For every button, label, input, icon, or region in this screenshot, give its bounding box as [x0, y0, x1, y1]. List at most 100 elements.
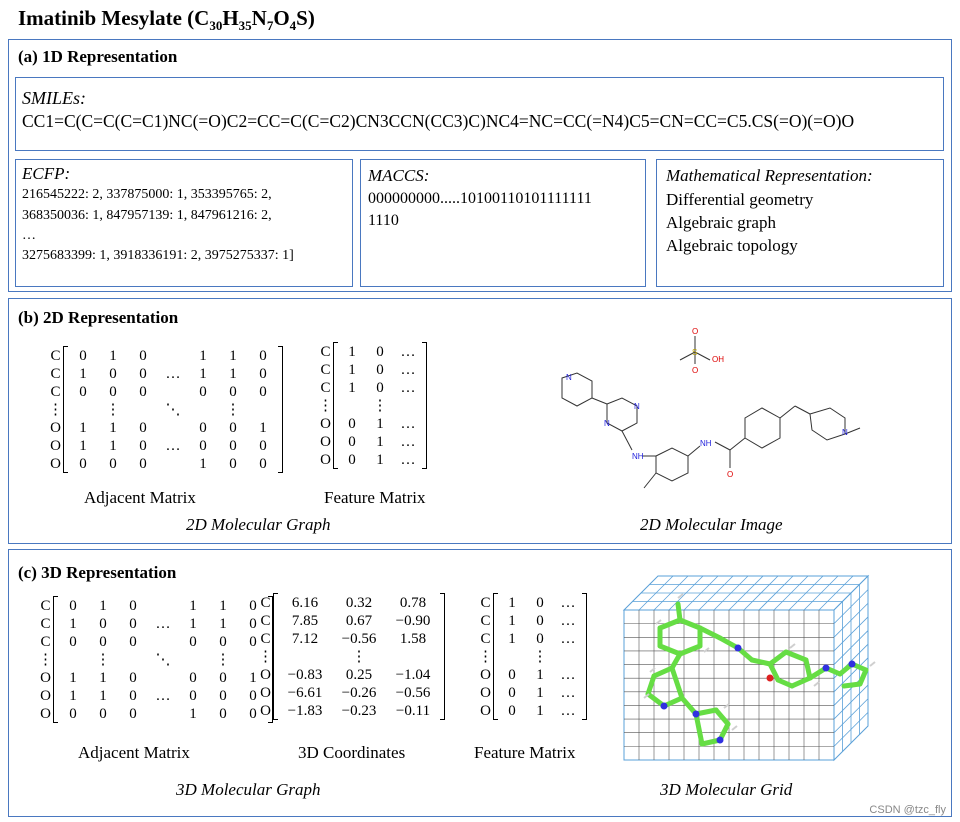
- matrix-cell: −0.90: [395, 612, 431, 629]
- atom-o-carbonyl: O: [727, 470, 733, 479]
- molecule-bond: [679, 695, 699, 717]
- matrix-cell: ⋮: [225, 401, 241, 418]
- math-box: [656, 159, 944, 287]
- atom-nh-left: NH: [632, 452, 644, 461]
- molecule-bond: [749, 657, 773, 667]
- matrix-cell: 1: [376, 433, 384, 450]
- nitrogen-atom: [734, 644, 742, 652]
- matrix-cell: …: [400, 433, 416, 450]
- matrix-cell: 1: [508, 594, 516, 611]
- matrix-cell: 0: [536, 630, 544, 647]
- matrix-cell: [58, 651, 88, 669]
- atom-label: C: [40, 615, 51, 632]
- matrix-cell: 0: [348, 433, 356, 450]
- matrix-cell: 0: [69, 705, 77, 722]
- image-2d-caption: 2D Molecular Image: [640, 515, 783, 534]
- atom-label: C: [40, 597, 51, 614]
- atom-label: C: [480, 594, 491, 611]
- molecule-3d-grid: [622, 574, 876, 762]
- matrix-cell: [386, 648, 440, 666]
- matrix-cell: −0.56: [341, 630, 377, 647]
- coords-3d-row: ⋮⋮: [258, 647, 445, 666]
- matrix-cell: 0: [348, 415, 356, 432]
- atom-label: O: [260, 702, 271, 719]
- feature-matrix-2d-label: Feature Matrix: [324, 488, 426, 507]
- atom-label: ⋮: [258, 648, 273, 665]
- matrix-cell: …: [560, 612, 576, 629]
- watermark: CSDN @tzc_fly: [869, 804, 946, 816]
- atom-label: O: [40, 669, 51, 686]
- matrix-cell: [158, 455, 188, 473]
- atom-label: O: [320, 451, 331, 468]
- matrix-cell: 1: [348, 361, 356, 378]
- matrix-cell: …: [165, 365, 181, 382]
- math-line-1: Differential geometry: [666, 190, 814, 209]
- matrix-cell: …: [400, 379, 416, 396]
- section-2d-header: (b) 2D Representation: [18, 308, 179, 327]
- atom-label: O: [40, 687, 51, 704]
- matrix-cell: 1: [199, 455, 207, 472]
- molecule-bond: [803, 657, 813, 681]
- matrix-cell: [338, 397, 366, 415]
- atom-label: C: [50, 347, 61, 364]
- hydrogen-bond: [703, 647, 710, 653]
- matrix-cell: 0: [199, 437, 207, 454]
- matrix-cell: 1: [348, 379, 356, 396]
- graph-2d-caption: 2D Molecular Graph: [186, 515, 331, 534]
- hydrogen-bond: [789, 643, 796, 649]
- ecfp-line-3: …: [22, 228, 36, 243]
- atom-n-pyrimidine-1: N: [604, 419, 610, 428]
- molecule-bond: [651, 665, 675, 679]
- matrix-cell: 0: [129, 615, 137, 632]
- atom-label: ⋮: [318, 397, 333, 414]
- matrix-cell: 0: [249, 615, 257, 632]
- smiles-value: CC1=C(C=C(C=C1)NC(=O)C2=CC=C(C=C2)CN3CCN…: [22, 111, 855, 131]
- matrix-cell: 1: [69, 615, 77, 632]
- matrix-cell: 7.12: [291, 630, 319, 647]
- matrix-cell: [68, 401, 98, 419]
- feature-matrix-3d-label: Feature Matrix: [474, 743, 576, 762]
- atom-n-pyridine: N: [566, 373, 572, 382]
- matrix-cell: 1: [199, 365, 207, 382]
- matrix-cell: 0: [99, 633, 107, 650]
- matrix-cell: 1: [348, 343, 356, 360]
- hydrogen-bond: [677, 593, 684, 599]
- matrix-cell: 0: [376, 361, 384, 378]
- atom-label: O: [260, 684, 271, 701]
- matrix-cell: 0: [376, 343, 384, 360]
- matrix-cell: 0: [259, 383, 267, 400]
- matrix-cell: 0: [139, 365, 147, 382]
- hydrogen-bond: [869, 661, 876, 667]
- matrix-cell: 0: [109, 383, 117, 400]
- matrix-cell: −0.26: [341, 684, 377, 701]
- matrix-cell: 0: [139, 455, 147, 472]
- matrix-cell: −1.04: [395, 666, 431, 683]
- matrix-cell: 0: [69, 633, 77, 650]
- graph-3d-caption: 3D Molecular Graph: [176, 780, 321, 799]
- matrix-cell: ⋮: [215, 651, 231, 668]
- matrix-cell: …: [400, 415, 416, 432]
- matrix-cell: 6.16: [291, 594, 319, 611]
- matrix-cell: 0: [189, 687, 197, 704]
- matrix-cell: 1: [79, 365, 87, 382]
- matrix-cell: 0: [536, 612, 544, 629]
- ecfp-box: [15, 159, 353, 287]
- matrix-cell: −0.56: [395, 684, 431, 701]
- atom-label: C: [50, 365, 61, 382]
- matrix-cell: [148, 633, 178, 651]
- nitrogen-atom: [848, 660, 856, 668]
- matrix-cell: [178, 651, 208, 669]
- coords-3d-row: O−1.83−0.23−0.11: [258, 701, 445, 720]
- section-3d-header: (c) 3D Representation: [18, 563, 177, 582]
- atom-oh: OH: [712, 355, 724, 364]
- atom-label: O: [50, 419, 61, 436]
- matrix-cell: 0: [348, 451, 356, 468]
- matrix-cell: 1: [219, 597, 227, 614]
- matrix-cell: …: [560, 666, 576, 683]
